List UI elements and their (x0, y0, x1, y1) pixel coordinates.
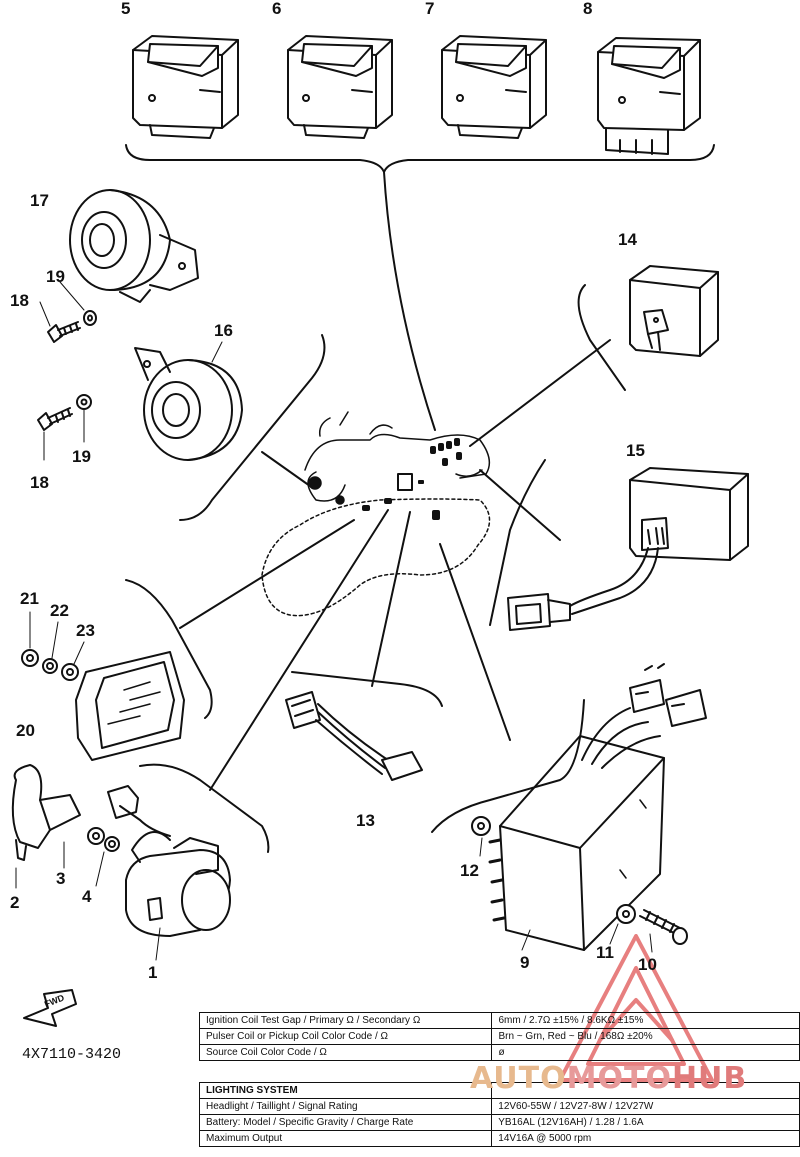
reflector-bracket (125, 579, 213, 719)
callout-19a: 19 (46, 267, 65, 286)
motorcycle-flasher-marker (397, 473, 413, 491)
washer-19b (76, 394, 92, 410)
motorcycle-relay-markers (362, 438, 462, 520)
spec-label: Pulser Coil or Pickup Coil Color Code / … (198, 1028, 493, 1045)
spec-value: 12V60-55W / 12V27-8W / 12V27W (491, 1098, 800, 1115)
nut-23 (61, 663, 79, 681)
spec-value: Brn ~ Grn, Red ~ Blu / 168Ω ±20% (491, 1028, 800, 1045)
relay-14 (629, 265, 719, 357)
leader-relay-14 (469, 339, 611, 447)
callout-9: 9 (520, 953, 530, 972)
nut-3 (87, 827, 105, 845)
bolt-10 (639, 909, 688, 945)
spec-label: Maximum Output (198, 1130, 493, 1147)
part-code: 4X7110-3420 (22, 1046, 122, 1063)
callout-19b: 19 (72, 447, 91, 466)
leader-reflector (179, 519, 355, 629)
callout-6: 6 (272, 0, 282, 18)
horn-17 (69, 189, 199, 303)
spec-value: 14V16A @ 5000 rpm (491, 1130, 800, 1147)
bolt-18b (37, 407, 73, 431)
table-row: Pulser Coil or Pickup Coil Color Code / … (198, 1028, 800, 1045)
relay-1-bracket (139, 763, 270, 853)
relay-8 (597, 37, 701, 155)
watermark-part-2: MOTO (566, 1061, 672, 1096)
table-row: Source Coil Color Code / Ω ø (198, 1044, 800, 1061)
callout-18a: 18 (10, 291, 29, 310)
relay-7 (441, 35, 547, 139)
callout-23: 23 (76, 621, 95, 640)
relay-15 (569, 467, 749, 615)
callout-22: 22 (50, 601, 69, 620)
callout-21: 21 (20, 589, 39, 608)
callout-4: 4 (82, 887, 92, 906)
motorcycle-outline (261, 411, 491, 617)
callout-13: 13 (356, 811, 375, 830)
nut-21 (21, 649, 39, 667)
callout-20: 20 (16, 721, 35, 740)
relay-1 (107, 785, 231, 937)
watermark-text: AUTOMOTOHUB (470, 1064, 747, 1094)
reflector-20 (75, 651, 185, 761)
relay-5 (132, 35, 239, 139)
leader-relay-15 (479, 469, 561, 541)
spec-value: 6mm / 2.7Ω ±15% / 8.6KΩ ±15% (491, 1012, 800, 1029)
relay-6 (287, 35, 393, 139)
relay-15-connector (507, 593, 571, 631)
callout-11: 11 (596, 943, 614, 962)
callout-5: 5 (121, 0, 131, 18)
spec-value: YB16AL (12V16AH) / 1.28 / 1.6A (491, 1114, 800, 1131)
relay-15-bracket (489, 459, 546, 626)
callout-10: 10 (638, 955, 657, 974)
spec-label: Ignition Coil Test Gap / Primary Ω / Sec… (198, 1012, 493, 1029)
fwd-arrow (23, 989, 77, 1027)
watermark-part-1: AUTO (470, 1061, 567, 1096)
cover-2 (11, 764, 81, 861)
ignition-spec-table: Ignition Coil Test Gap / Primary Ω / Sec… (198, 1012, 800, 1061)
callout-7: 7 (425, 0, 435, 18)
callout-1: 1 (148, 963, 158, 982)
washer-11 (616, 904, 636, 924)
callout-2: 2 (10, 893, 20, 912)
leader-relays (383, 171, 436, 431)
section-heading: LIGHTING SYSTEM (198, 1082, 493, 1099)
relay-group-brace (125, 144, 715, 173)
harness-bracket (291, 671, 443, 707)
watermark-part-3: HUB (671, 1061, 748, 1096)
callout-8: 8 (583, 0, 593, 18)
callout-17: 17 (30, 191, 49, 210)
callout-18b: 18 (30, 473, 49, 492)
rectifier-9 (488, 663, 707, 951)
bolt-18a (47, 321, 81, 343)
leader-rectifier (439, 543, 511, 741)
spec-label: Source Coil Color Code / Ω (198, 1044, 493, 1061)
table-row: Maximum Output 14V16A @ 5000 rpm (198, 1130, 800, 1147)
table-row: Headlight / Taillight / Signal Rating 12… (198, 1098, 800, 1115)
horn-16 (134, 347, 243, 461)
callout-3: 3 (56, 869, 66, 888)
spec-label: Battery: Model / Specific Gravity / Char… (198, 1114, 493, 1131)
leader-relay-1 (209, 509, 389, 791)
table-row: Battery: Model / Specific Gravity / Char… (198, 1114, 800, 1131)
spec-label: Headlight / Taillight / Signal Rating (198, 1098, 493, 1115)
callout-16: 16 (214, 321, 233, 340)
horn-group-bracket (179, 334, 326, 521)
washer-4 (104, 836, 120, 852)
callout-12: 12 (460, 861, 479, 880)
table-row: Ignition Coil Test Gap / Primary Ω / Sec… (198, 1012, 800, 1029)
callout-14: 14 (618, 230, 637, 249)
leader-horns (261, 451, 311, 487)
relay-14-bracket (577, 284, 626, 391)
spec-value: ø (491, 1044, 800, 1061)
leader-harness (371, 511, 411, 687)
rectifier-bracket (431, 699, 585, 833)
washer-22 (42, 658, 58, 674)
washer-19a (83, 310, 97, 326)
callout-15: 15 (626, 441, 645, 460)
lighting-spec-table: LIGHTING SYSTEM Headlight / Taillight / … (198, 1082, 800, 1147)
washer-12 (471, 816, 491, 836)
wire-harness-13 (285, 691, 423, 781)
